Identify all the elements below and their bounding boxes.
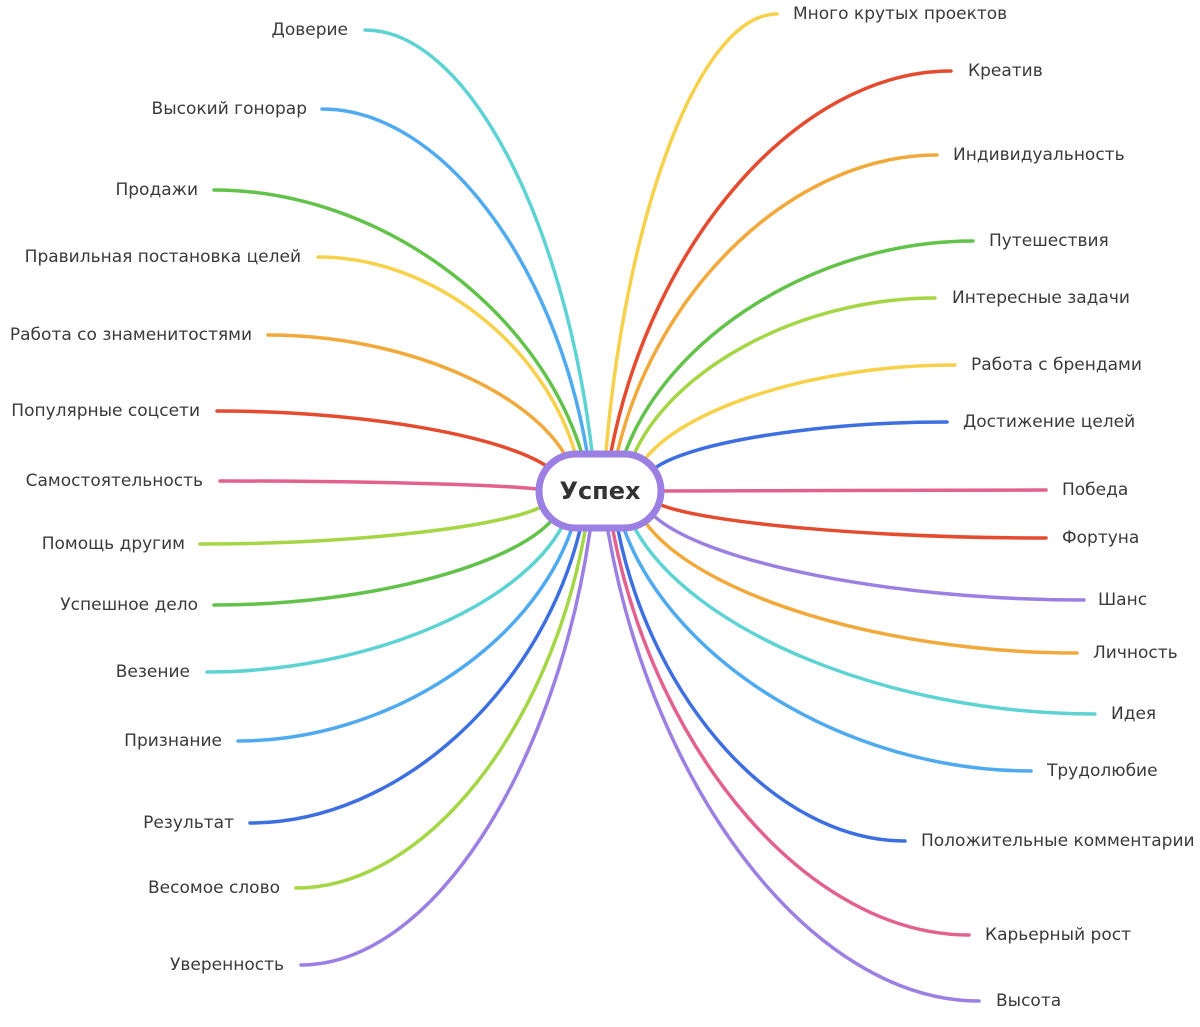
branch-9-label[interactable]: Успешное дело [60, 595, 198, 615]
branch-21-line [653, 420, 949, 470]
branch-2-label[interactable]: Высокий гонорар [152, 99, 307, 119]
branch-16-line [609, 69, 953, 454]
branch-24-label[interactable]: Шанс [1098, 590, 1147, 610]
branch-5-label[interactable]: Работа со знаменитостями [10, 325, 252, 345]
branch-13-label[interactable]: Весомое слово [148, 878, 280, 898]
branch-14-line [299, 529, 592, 967]
branch-27-label[interactable]: Трудолюбие [1046, 761, 1158, 781]
branch-8-line [198, 505, 543, 546]
branch-17-label[interactable]: Индивидуальность [953, 145, 1125, 165]
branch-30-label[interactable]: Высота [996, 991, 1061, 1011]
branch-22-label[interactable]: Победа [1062, 480, 1128, 500]
branch-3-line [212, 188, 584, 456]
branch-15-line [604, 12, 779, 454]
branch-18-line [622, 239, 975, 458]
branch-25-label[interactable]: Личность [1093, 643, 1178, 663]
branch-5-line [266, 333, 570, 462]
branch-16-label[interactable]: Креатив [968, 61, 1043, 81]
branch-6-line [215, 409, 554, 472]
branch-7-label[interactable]: Самостоятельность [26, 471, 203, 491]
branch-lines [198, 12, 1097, 1003]
branch-3-label[interactable]: Продажи [115, 180, 198, 200]
branch-26-line [632, 525, 1097, 716]
branch-10-line [205, 523, 565, 674]
branch-17-line [615, 153, 939, 456]
branch-23-label[interactable]: Фортуна [1062, 528, 1139, 548]
branch-12-label[interactable]: Результат [143, 813, 234, 833]
branch-1-line [363, 28, 594, 454]
branch-27-line [622, 527, 1033, 773]
branch-4-label[interactable]: Правильная постановка целей [25, 247, 301, 267]
branch-28-line [616, 528, 907, 843]
branch-20-label[interactable]: Работа с брендами [971, 355, 1142, 375]
branch-25-line [643, 520, 1079, 655]
branch-14-label[interactable]: Уверенность [170, 955, 284, 975]
branch-9-line [212, 517, 555, 607]
branch-23-line [659, 503, 1048, 540]
branch-4-line [316, 255, 578, 458]
branch-6-label[interactable]: Популярные соцсети [11, 401, 200, 421]
branch-24-line [652, 514, 1086, 602]
branch-12-line [248, 528, 582, 825]
branch-28-label[interactable]: Положительные комментарии [921, 831, 1195, 851]
branch-21-label[interactable]: Достижение целей [963, 412, 1135, 432]
center-node[interactable]: Успех [535, 450, 665, 532]
branch-20-line [640, 363, 957, 465]
branch-11-label[interactable]: Признание [124, 731, 222, 751]
branch-19-line [630, 296, 937, 461]
branch-15-label[interactable]: Много крутых проектов [793, 4, 1007, 24]
branch-11-line [236, 526, 574, 743]
branch-26-label[interactable]: Идея [1111, 704, 1156, 724]
branch-10-label[interactable]: Везение [116, 662, 190, 682]
branch-29-label[interactable]: Карьерный рост [985, 925, 1131, 945]
center-node-shape [535, 450, 665, 532]
branch-30-line [606, 529, 981, 1003]
branch-13-line [294, 529, 587, 890]
branch-29-line [611, 529, 971, 937]
branch-2-line [320, 107, 589, 454]
branch-8-label[interactable]: Помощь другим [42, 534, 185, 554]
center-node-label: Успех [559, 477, 641, 505]
branch-18-label[interactable]: Путешествия [989, 231, 1109, 251]
branch-7-line [218, 479, 539, 491]
branch-1-label[interactable]: Доверие [272, 20, 348, 40]
branch-19-label[interactable]: Интересные задачи [952, 288, 1130, 308]
branch-22-line [661, 488, 1048, 493]
